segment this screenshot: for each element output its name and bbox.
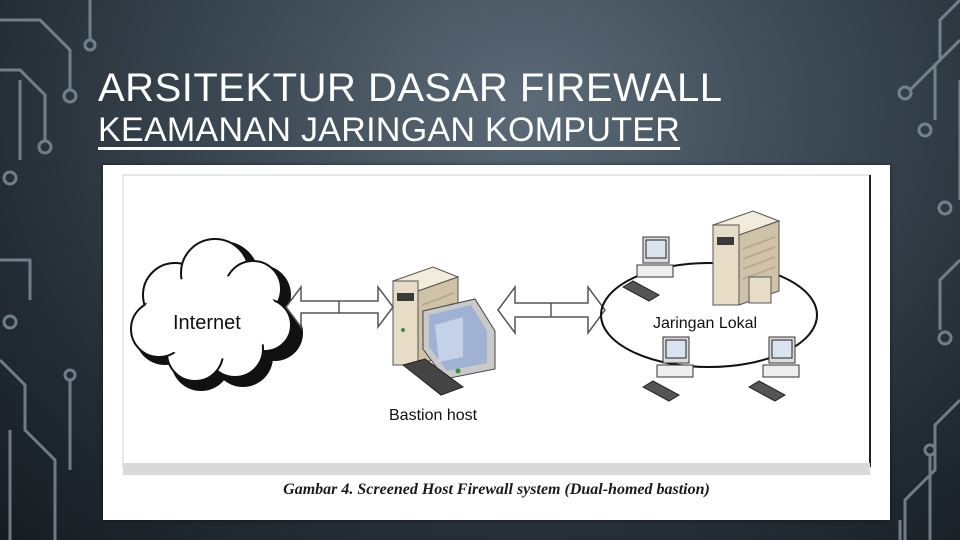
lan-server-icon: [711, 210, 781, 306]
lan-workstation-icon: [641, 336, 694, 402]
slide-subtitle: KEAMANAN JARINGAN KOMPUTER: [98, 111, 681, 149]
lan-label: Jaringan Lokal: [653, 315, 758, 332]
lan-workstation-icon: [621, 236, 674, 302]
slide-title: ARSITEKTUR DASAR FIREWALL: [98, 66, 723, 110]
internet-cloud-icon: [130, 238, 303, 391]
figure-caption: Gambar 4. Screened Host Firewall system …: [283, 481, 710, 498]
double-arrow-icon: [497, 284, 606, 336]
diagram-canvas: [122, 174, 871, 475]
lan-ring: [600, 262, 818, 368]
bastion-host-monitor-icon: [422, 298, 496, 380]
bastion-host-label: Bastion host: [389, 407, 478, 424]
bastion-host-keyboard-icon: [401, 358, 465, 396]
internet-label: Internet: [173, 312, 241, 334]
firewall-diagram-figure: Internet Bastion host Jaringan Lokal Gam…: [103, 165, 890, 520]
lan-workstation-icon: [747, 336, 800, 402]
